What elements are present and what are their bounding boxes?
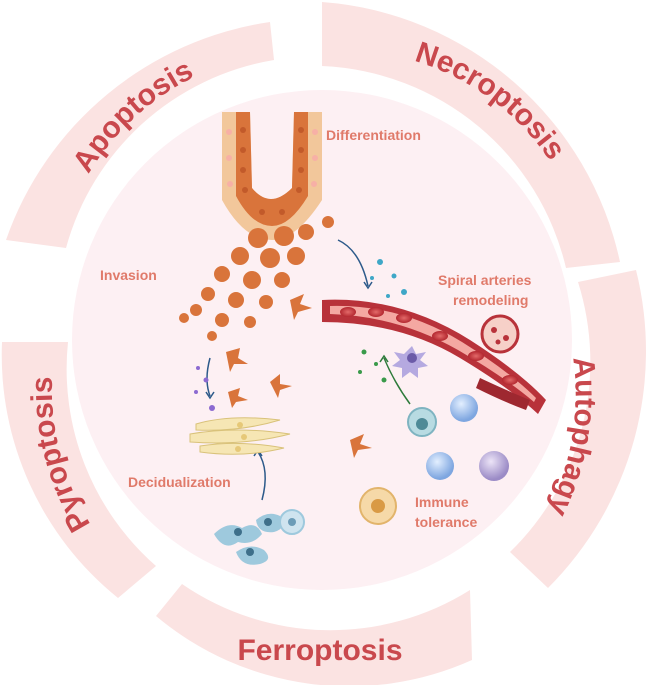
- ring-segment-pyroptosis: [1, 342, 157, 598]
- ring-segment-autophagy: [510, 270, 646, 588]
- differentiation-label: Differentiation: [326, 127, 421, 143]
- immune-cells: [359, 346, 509, 525]
- decidualization-label: Decidualization: [128, 474, 231, 490]
- ring-segment-apoptosis: [6, 22, 274, 248]
- ferroptosis-label: Ferroptosis: [237, 634, 402, 667]
- remodeling-label: remodeling: [453, 292, 528, 308]
- gland-illustration: [222, 112, 322, 240]
- spiral-artery: [322, 299, 546, 414]
- immune-label: Immune: [415, 494, 469, 510]
- progenitor-cells: [214, 509, 305, 565]
- ring-segment-necroptosis: [322, 2, 620, 268]
- spiral-arteries-label: Spiral arteries: [438, 272, 532, 288]
- secretion-dots: [194, 259, 407, 411]
- decidual-cells: [189, 417, 291, 455]
- tolerance-label: tolerance: [415, 514, 477, 530]
- trophoblast-cluster: [179, 216, 372, 458]
- ring-segment-ferroptosis: [156, 584, 472, 685]
- invasion-label: Invasion: [100, 267, 157, 283]
